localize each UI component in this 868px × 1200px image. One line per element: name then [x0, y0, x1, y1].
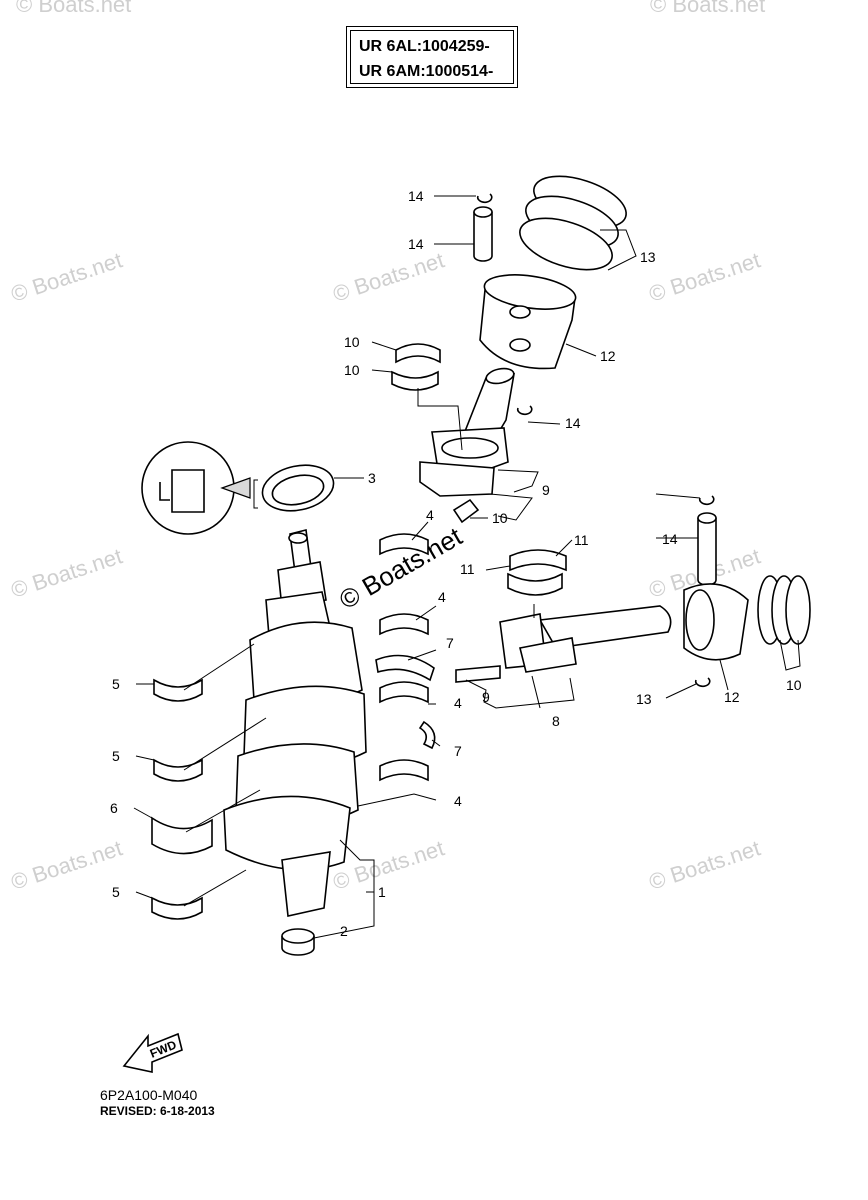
oil-seal-lip-detail	[159, 482, 170, 501]
callout-label: 1	[378, 884, 386, 900]
piston-ring-part	[785, 575, 811, 645]
piston-pin-end	[697, 512, 717, 524]
watermark-text: © Boats.net	[8, 247, 125, 306]
thrust-washer-part	[375, 654, 435, 682]
callout-label: 13	[640, 249, 656, 265]
connecting-rod-cap	[519, 637, 577, 673]
callout-label: 5	[112, 748, 120, 764]
callout-label: 6	[110, 800, 118, 816]
callout-label: 4	[454, 695, 462, 711]
oil-seal-bracket	[253, 479, 258, 509]
serial-number-box: UR 6AL:1004259- UR 6AM:1000514-	[346, 26, 518, 88]
callout-label: 8	[552, 713, 560, 729]
lower-bearing-part	[151, 896, 203, 920]
bearing-shell-part	[391, 370, 439, 391]
main-bearing-part	[379, 681, 429, 704]
piston-pin-part	[697, 518, 717, 586]
callout-label: 5	[112, 884, 120, 900]
callout-label: 9	[542, 482, 550, 498]
crankshaft-web-4	[223, 795, 351, 871]
forward-arrow-icon	[122, 1032, 183, 1073]
callout-label: 14	[565, 415, 581, 431]
lower-thrust-bearing-part	[151, 816, 213, 855]
callout-label: 4	[438, 589, 446, 605]
watermark-text: © Boats.net	[8, 835, 125, 894]
callout-label: 3	[368, 470, 376, 486]
rod-bolt-part	[455, 665, 501, 683]
watermark-text: © Boats.net	[16, 0, 131, 17]
piston-crown	[685, 589, 715, 651]
forward-arrow: FWD	[122, 1032, 183, 1073]
crankshaft-tail	[281, 851, 331, 917]
watermark-text: © Boats.net	[330, 835, 447, 894]
callout-label: 7	[446, 635, 454, 651]
callout-label: 4	[454, 793, 462, 809]
callout-label: 7	[454, 743, 462, 759]
callout-label: 14	[408, 188, 424, 204]
rod-bolt-part	[452, 498, 480, 524]
bushing-top	[281, 928, 315, 944]
serial-line-1: UR 6AL:1004259-	[359, 38, 490, 55]
connecting-rod-small-end	[485, 367, 515, 385]
piston-pin-boss	[509, 338, 531, 352]
serial-number-box-inner: UR 6AL:1004259- UR 6AM:1000514-	[350, 30, 514, 84]
watermark-layer: © Boats.net © Boats.net © Boats.net © Bo…	[8, 0, 765, 895]
callout-labels: 14 14 13 12 10 10 14 9 10 3 4 11 11 4 7 …	[110, 188, 802, 939]
bearing-shell-part	[395, 343, 441, 364]
watermark-text: © Boats.net	[646, 247, 763, 306]
main-bearing-group	[151, 533, 436, 920]
lower-bearing-part	[153, 678, 203, 702]
thrust-washer-part	[418, 720, 436, 750]
callout-label: 10	[492, 510, 508, 526]
callout-label: 13	[636, 691, 652, 707]
callout-label: 12	[724, 689, 740, 705]
lower-piston-assembly	[455, 495, 811, 688]
callout-label: 12	[600, 348, 616, 364]
main-bearing-part	[379, 533, 429, 556]
main-bearing-part	[379, 613, 429, 636]
callout-label: 10	[786, 677, 802, 693]
lower-bearing-part	[153, 758, 203, 782]
callout-label: 10	[344, 334, 360, 350]
piston-pin-end	[473, 206, 493, 218]
watermark-text: © Boats.net	[650, 0, 765, 17]
connecting-rod-cap	[419, 461, 495, 497]
circlip-part	[516, 405, 533, 416]
piston-ring-part	[519, 217, 613, 271]
revision-date: REVISED: 6-18-2013	[100, 1104, 215, 1118]
callout-label: 4	[426, 507, 434, 523]
callout-label: 14	[662, 531, 678, 547]
piston-pin-boss	[509, 305, 531, 319]
callout-label: 9	[482, 689, 490, 705]
circlip-part	[476, 193, 493, 204]
circlip-part	[694, 677, 711, 688]
oil-seal-group	[141, 441, 335, 535]
diagram-code: 6P2A100-M040	[100, 1087, 198, 1103]
serial-line-2: UR 6AM:1000514-	[359, 63, 494, 80]
oil-seal-detail-pointer	[220, 477, 251, 499]
main-bearing-part	[379, 759, 429, 782]
bearing-shell-part	[509, 549, 567, 572]
callout-label: 11	[574, 532, 589, 548]
crankshaft-nose-end	[288, 532, 308, 544]
oil-seal-detail-section	[171, 469, 205, 513]
watermark-text: © Boats.net	[330, 247, 447, 306]
upper-piston-assembly	[391, 175, 627, 524]
bearing-shell-part	[507, 572, 563, 596]
connecting-rod-bore	[441, 437, 499, 459]
callout-label: 10	[344, 362, 360, 378]
callout-label: 14	[408, 236, 424, 252]
oil-seal-inner	[271, 474, 325, 506]
watermark-text: © Boats.net	[646, 835, 763, 894]
circlip-part	[698, 495, 715, 506]
leader-lines	[133, 195, 801, 939]
crankshaft-group	[223, 529, 367, 956]
piston-pin-part	[473, 212, 493, 262]
watermark-text: © Boats.net	[8, 543, 125, 602]
callout-label: 2	[340, 923, 348, 939]
callout-label: 11	[460, 561, 475, 577]
callout-label: 5	[112, 676, 120, 692]
